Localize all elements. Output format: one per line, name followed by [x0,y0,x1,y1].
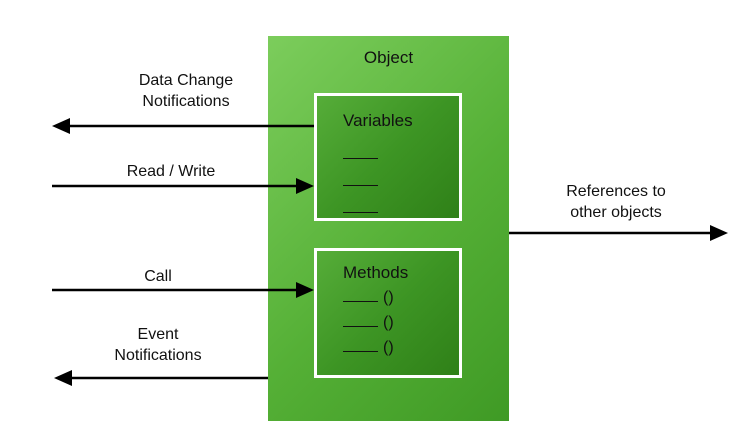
event-label: Event Notifications [114,326,202,364]
variable-slot-2 [343,173,383,191]
read-write-arrow [52,178,314,194]
method-slot-3: () [343,339,394,357]
method-slot-line [343,339,378,352]
method-slot-1: () [343,289,394,307]
method-slot-2: () [343,314,394,332]
method-slot-line [343,289,378,302]
references-arrow [509,225,728,241]
object-title: Object [363,48,414,67]
object-box: Object Variables Methods () () () [268,36,509,421]
references-label: References to other objects [566,183,666,221]
method-slot-line [343,314,378,327]
data-change-arrow [52,118,314,134]
call-arrow [52,282,314,298]
methods-title: Methods [343,263,409,282]
variables-title: Variables [343,111,413,130]
variable-slot-line [343,200,378,213]
call-label: Call [144,268,172,285]
variable-slot-line [343,173,378,186]
variable-slot-1 [343,146,383,164]
variable-slot-line [343,146,378,159]
variables-box: Variables [314,93,462,221]
methods-box: Methods () () () [314,248,462,378]
data-change-label: Data Change Notifications [138,72,234,110]
event-arrow [54,370,268,386]
read-write-label: Read / Write [126,163,216,180]
variable-slot-3 [343,200,383,218]
